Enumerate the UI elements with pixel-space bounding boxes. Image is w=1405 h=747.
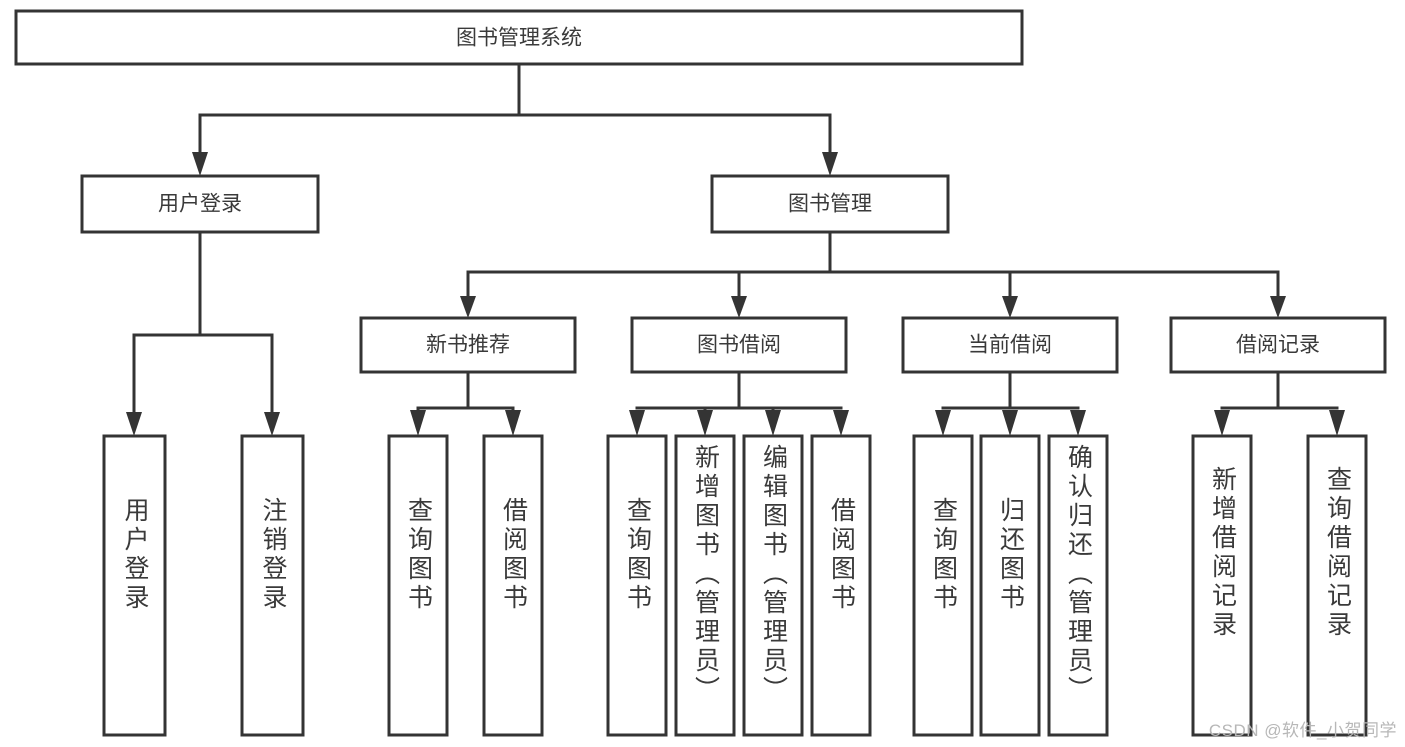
arrow-head-book-borrow-leaf-2 xyxy=(765,410,781,436)
node-box-book-manage[interactable] xyxy=(710,174,950,234)
node-label-new-book-rec: 新书推荐 xyxy=(426,334,510,357)
arrow-head-current-borrow-leaf-1 xyxy=(1002,410,1018,436)
node-box-current-borrow[interactable] xyxy=(901,316,1119,374)
connector-group-book-borrow xyxy=(629,370,849,436)
node-label-book-manage: 图书管理 xyxy=(788,193,872,216)
connector-group-root xyxy=(192,62,838,176)
connector-group-borrow-record xyxy=(1214,370,1345,436)
connector-group-book-manage xyxy=(460,230,1286,318)
node-box-borrow-record[interactable] xyxy=(1169,316,1387,374)
leaf-box-current-borrow-0[interactable] xyxy=(912,434,974,737)
arrow-head-book-borrow-leaf-0 xyxy=(629,410,645,436)
leaf-box-borrow-record-0[interactable] xyxy=(1191,434,1253,737)
arrow-head-new-book-rec xyxy=(460,296,476,318)
arrow-head-book-borrow-leaf-3 xyxy=(833,410,849,436)
node-label-user-login: 用户登录 xyxy=(158,193,242,216)
arrow-head-current-borrow-leaf-0 xyxy=(935,410,951,436)
leaf-box-current-borrow-2[interactable] xyxy=(1047,434,1109,737)
leaf-box-user-login-1[interactable] xyxy=(240,434,305,737)
watermark-text: CSDN @软件_小贺同学 xyxy=(1208,721,1397,740)
arrow-head-borrow-record-leaf-1 xyxy=(1329,410,1345,436)
leaf-box-new-book-rec-0[interactable] xyxy=(387,434,449,737)
node-box-new-book-rec[interactable] xyxy=(359,316,577,374)
node-box-root[interactable] xyxy=(14,9,1024,66)
node-box-book-borrow[interactable] xyxy=(630,316,848,374)
arrow-head-book-borrow xyxy=(731,296,747,318)
arrow-head-current-borrow-leaf-2 xyxy=(1070,410,1086,436)
leaf-box-book-borrow-2[interactable] xyxy=(742,434,804,737)
node-label-borrow-record: 借阅记录 xyxy=(1236,334,1320,357)
node-box-user-login[interactable] xyxy=(80,174,320,234)
arrow-head-new-book-leaf-1 xyxy=(505,410,521,436)
arrow-head-current-borrow xyxy=(1002,296,1018,318)
arrow-head-book-manage xyxy=(822,152,838,176)
node-label-current-borrow: 当前借阅 xyxy=(968,334,1052,357)
leaf-box-borrow-record-1[interactable] xyxy=(1306,434,1368,737)
node-label-root: 图书管理系统 xyxy=(456,27,582,50)
leaf-box-book-borrow-0[interactable] xyxy=(606,434,668,737)
arrow-head-user-login xyxy=(192,152,208,176)
connector-group-current-borrow xyxy=(935,370,1086,436)
leaf-box-new-book-rec-1[interactable] xyxy=(482,434,544,737)
leaf-box-current-borrow-1[interactable] xyxy=(979,434,1041,737)
leaf-box-user-login-0[interactable] xyxy=(102,434,167,737)
arrow-head-book-borrow-leaf-1 xyxy=(697,410,713,436)
arrow-head-user-login-leaf-1 xyxy=(264,412,280,436)
arrow-head-new-book-leaf-0 xyxy=(410,410,426,436)
leaf-box-book-borrow-1[interactable] xyxy=(674,434,736,737)
connector-group-new-book-rec xyxy=(410,370,521,436)
connector-group-user-login xyxy=(126,230,280,436)
leaf-box-book-borrow-3[interactable] xyxy=(810,434,872,737)
node-label-book-borrow: 图书借阅 xyxy=(697,334,781,357)
arrow-head-borrow-record xyxy=(1270,296,1286,318)
arrow-head-user-login-leaf-0 xyxy=(126,412,142,436)
arrow-head-borrow-record-leaf-0 xyxy=(1214,410,1230,436)
